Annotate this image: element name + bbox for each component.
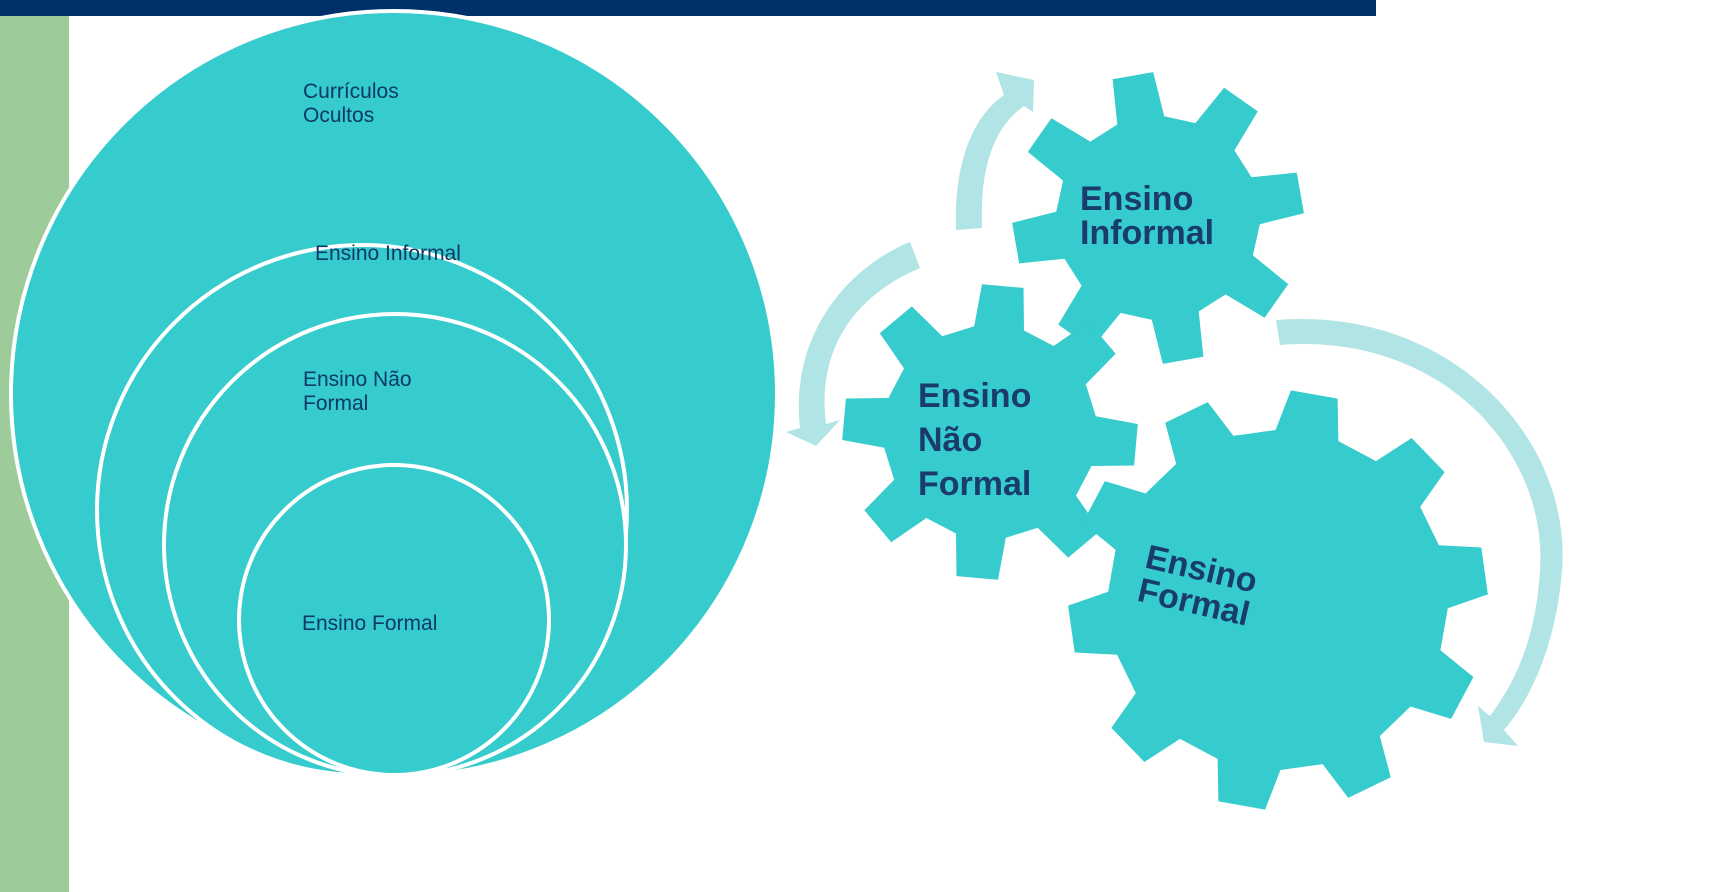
label-ensino-formal: Ensino Formal xyxy=(302,612,438,635)
top-bar xyxy=(0,0,1376,16)
arrow-right xyxy=(1276,318,1563,746)
label-ensino-nao-formal: Ensino Não Formal xyxy=(303,368,412,415)
label-curriculos-ocultos: Currículos Ocultos xyxy=(303,80,399,127)
nested-circles xyxy=(9,9,779,779)
label-ensino-informal: Ensino Informal xyxy=(315,242,461,265)
gear-ensino-informal xyxy=(1012,72,1304,364)
gear-ensino-formal xyxy=(1068,390,1488,810)
gear-label-ensino-informal: Ensino Informal xyxy=(1080,180,1215,252)
arrow-top xyxy=(955,72,1034,230)
gears xyxy=(842,72,1488,810)
arrow-left xyxy=(786,242,920,446)
gear-label-ensino-nao-formal: Ensino Não Formal xyxy=(918,377,1032,503)
cycle-arrows xyxy=(786,72,1563,746)
circle-ensino-formal xyxy=(237,463,551,777)
gear-ensino-nao-formal xyxy=(842,284,1138,580)
